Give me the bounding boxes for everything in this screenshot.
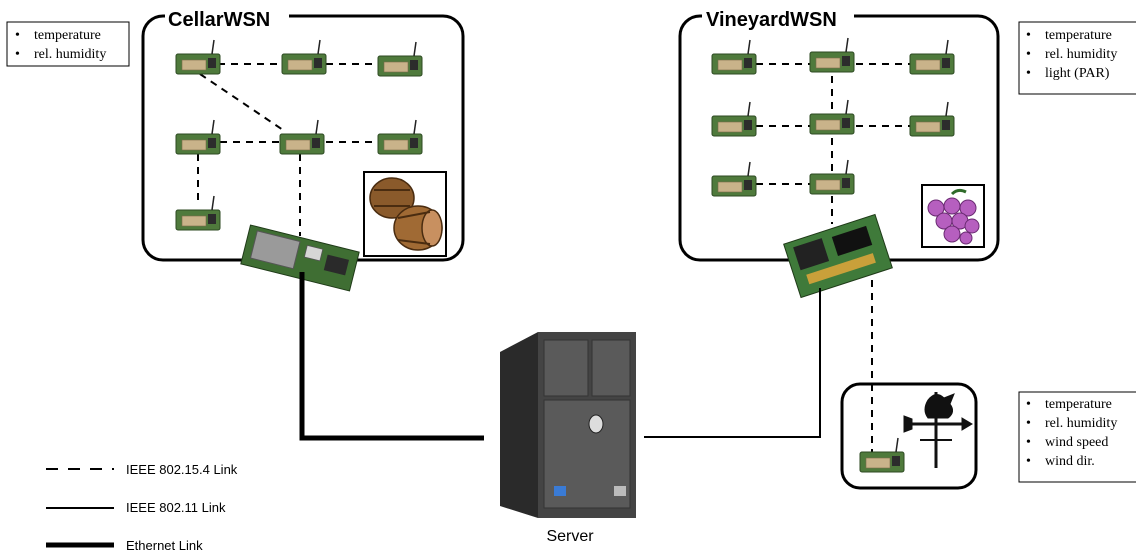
server-tower-icon [500, 332, 636, 518]
sensor-node-icon [711, 161, 757, 197]
sensor-node-icon [281, 39, 327, 75]
weather-vane-icon [903, 392, 973, 468]
weather-sensor-list: • temperature • rel. humidity • wind spe… [1018, 391, 1136, 483]
svg-text:•: • [1026, 397, 1031, 412]
barrel-icon [363, 171, 447, 257]
weather-sensor-item: temperature [1045, 397, 1112, 412]
legend-item-thin: IEEE 802.11 Link [46, 500, 226, 515]
server-label: Server [546, 528, 594, 545]
sensor-node-icon [909, 101, 955, 137]
vineyard-sensor-list: • temperature • rel. humidity • light (P… [1018, 21, 1136, 95]
legend-label: IEEE 802.11 Link [126, 500, 226, 515]
gateway-board-icon [783, 213, 893, 299]
vineyard-links [756, 63, 910, 224]
sensor-node-icon [175, 195, 221, 231]
vineyard-sensor-item: rel. humidity [1045, 47, 1117, 62]
cellar-wsn-title: CellarWSN [168, 9, 270, 31]
vineyard-sensor-item: temperature [1045, 28, 1112, 43]
sensor-node-icon [175, 39, 221, 75]
weather-station-boundary [840, 382, 978, 490]
cellar-sensor-list: • temperature • rel. humidity [6, 21, 130, 67]
vineyard-wsn-group: VineyardWSN [678, 6, 1000, 299]
sensor-node-icon [175, 119, 221, 155]
legend-label: Ethernet Link [126, 538, 203, 553]
wifi-link [644, 288, 821, 438]
sensor-node-icon [279, 119, 325, 155]
cellar-wsn-group: CellarWSN [141, 6, 465, 292]
legend: IEEE 802.15.4 Link IEEE 802.11 Link Ethe… [46, 462, 238, 553]
vineyard-sensor-nodes [711, 37, 955, 197]
grapes-icon [921, 184, 985, 248]
cellar-links [197, 63, 380, 236]
legend-item-dashed: IEEE 802.15.4 Link [46, 462, 238, 477]
cellar-sensor-item: rel. humidity [34, 47, 106, 62]
sensor-node-icon [711, 101, 757, 137]
sensor-node-icon [859, 437, 905, 473]
svg-text:•: • [1026, 435, 1031, 450]
svg-text:•: • [1026, 66, 1031, 81]
svg-text:•: • [15, 28, 20, 43]
svg-text:•: • [1026, 47, 1031, 62]
weather-sensor-item: rel. humidity [1045, 416, 1117, 431]
sensor-node-icon [809, 37, 855, 73]
ethernet-link [299, 272, 484, 441]
vineyard-sensor-item: light (PAR) [1045, 66, 1110, 81]
sensor-node-icon [711, 39, 757, 75]
gateway-board-icon [240, 224, 360, 292]
legend-label: IEEE 802.15.4 Link [126, 462, 238, 477]
legend-item-thick: Ethernet Link [46, 538, 203, 553]
sensor-node-icon [377, 119, 423, 155]
weather-sensor-item: wind speed [1045, 435, 1108, 450]
weather-sensor-item: wind dir. [1045, 454, 1095, 469]
sensor-node-icon [909, 39, 955, 75]
svg-text:•: • [1026, 416, 1031, 431]
cellar-sensor-item: temperature [34, 28, 101, 43]
svg-text:•: • [15, 47, 20, 62]
vineyard-wsn-title: VineyardWSN [706, 9, 837, 31]
sensor-node-icon [377, 41, 423, 77]
weather-station-group [840, 280, 978, 490]
svg-text:•: • [1026, 28, 1031, 43]
svg-text:•: • [1026, 454, 1031, 469]
